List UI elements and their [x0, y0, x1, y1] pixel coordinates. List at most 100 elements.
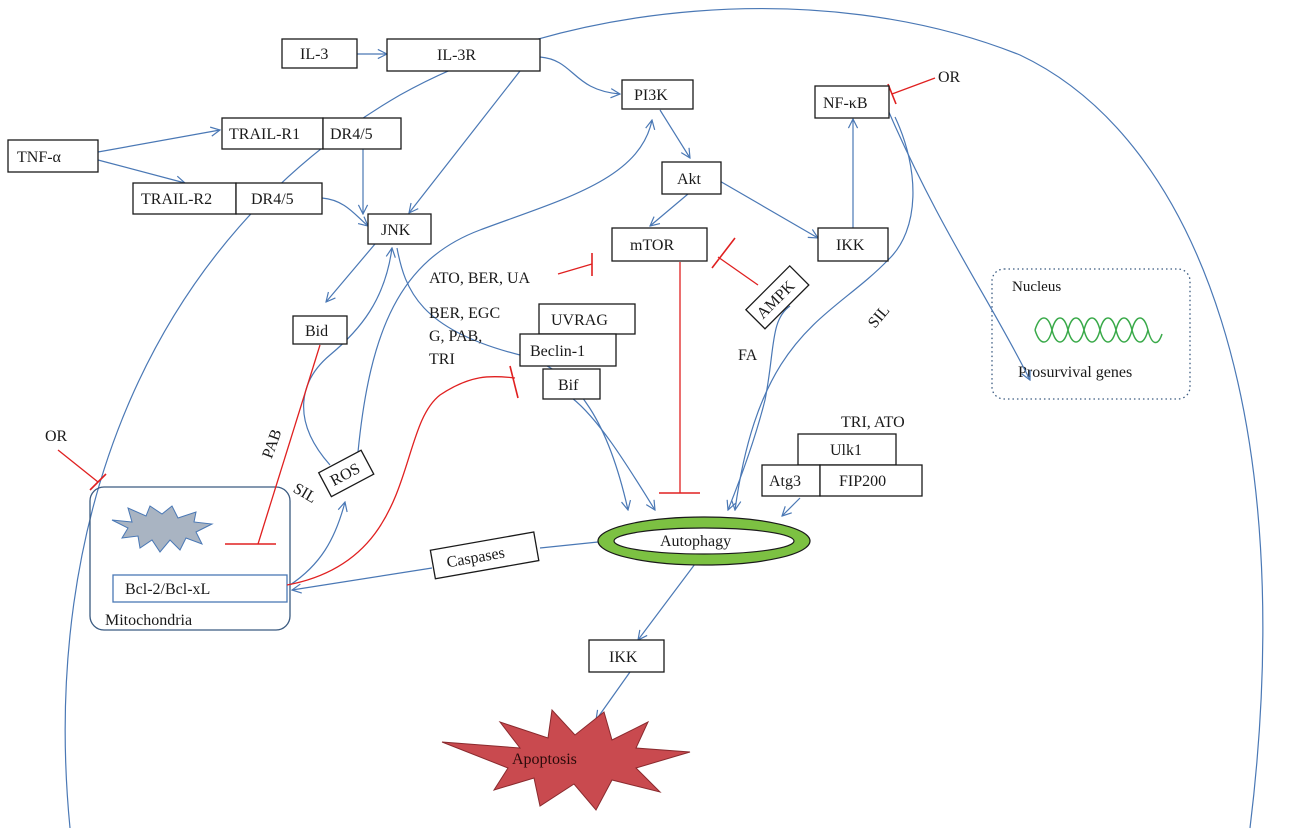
mtor-box	[611, 227, 708, 262]
autophagy-label: Autophagy	[660, 533, 731, 550]
pi3k-box	[621, 79, 694, 110]
edge-ros-jnk	[303, 248, 392, 466]
caspases-node: Caspases	[429, 531, 540, 580]
bid-box	[292, 315, 348, 345]
bcl2-label: Bcl-2/Bcl-xL	[125, 581, 210, 598]
edge-autophagy-caspases	[539, 541, 599, 549]
tnfa-label: TNF-α	[17, 149, 62, 166]
atg3-box	[761, 464, 821, 497]
nfkb-label: NF-κB	[823, 95, 868, 112]
edge-akt-mtor	[650, 193, 689, 226]
inhibit-or-mito	[57, 449, 99, 483]
inhibit-bid-mito	[257, 344, 321, 545]
trailr1-box	[221, 117, 324, 150]
edge-akt-ikk	[717, 179, 818, 238]
akt-label: Akt	[677, 171, 702, 188]
edge-atg3-autophagy	[782, 497, 801, 516]
label-ato-ber-ua: ATO, BER, UA	[429, 270, 530, 287]
label-pab: PAB	[259, 427, 285, 461]
label-tri-ato: TRI, ATO	[841, 414, 905, 431]
il3-box	[281, 38, 358, 69]
dr45-1-label: DR4/5	[330, 126, 373, 143]
trailr2-label: TRAIL-R2	[141, 191, 212, 208]
akt-box	[661, 161, 722, 195]
label-sil-left: SIL	[290, 480, 319, 507]
inhibit-drugs-mtor	[557, 263, 593, 275]
edge-caspases-bcl2	[292, 567, 433, 590]
edge-ampk-autophagy	[728, 305, 791, 510]
bif-box	[542, 368, 601, 400]
prosurvival-genes-label: Prosurvival genes	[1018, 364, 1132, 381]
mitochondrion-icon	[111, 505, 214, 553]
edge-ros-pi3k	[357, 120, 652, 453]
inhibit-or-mito-bar	[89, 473, 107, 491]
atg3-label: Atg3	[769, 473, 801, 490]
mtor-label: mTOR	[630, 237, 674, 254]
inhibit-bcl2-beclin	[286, 375, 516, 586]
ulk1-box	[797, 433, 897, 466]
ros-node: ROS	[317, 449, 375, 498]
pi3k-label: PI3K	[634, 87, 668, 104]
beclin1-box	[519, 333, 617, 367]
il3r-box	[386, 38, 541, 72]
edge-bif-autophagy	[571, 397, 655, 510]
fip200-box	[819, 464, 923, 497]
ampk-node: AMPK	[744, 264, 810, 330]
dr45-2-label: DR4/5	[251, 191, 294, 208]
edge-nfkb-prosurvival	[887, 109, 1030, 380]
edge-nfkb-autophagy-sil	[735, 116, 914, 510]
mitochondria-container	[89, 486, 291, 631]
inhibit-ampk-mtor	[717, 256, 759, 286]
nucleus-label: Nucleus	[1012, 279, 1061, 295]
il3r-label: IL-3R	[437, 47, 476, 64]
label-sil-right: SIL	[865, 302, 893, 331]
edge-il3r-jnk	[409, 70, 521, 213]
edge-jnk-bid	[326, 243, 376, 302]
dna-helix-icon	[1034, 317, 1163, 344]
label-or-nfkb: OR	[938, 69, 961, 86]
apoptosis-star	[441, 708, 691, 811]
mitochondria-label: Mitochondria	[105, 612, 192, 629]
apoptosis-label: Apoptosis	[512, 751, 577, 768]
inhibit-bcl2-beclin-bar	[509, 365, 519, 399]
edge-ikk-apoptosis	[596, 671, 631, 720]
jnk-box	[367, 213, 432, 245]
caspases-box	[429, 531, 540, 580]
label-ber-egc-line1: BER, EGC	[429, 305, 500, 322]
bcl2-box	[112, 574, 288, 603]
dr45-1-box	[322, 117, 402, 150]
uvrag-box	[538, 303, 636, 335]
inhibit-or-nfkb	[891, 77, 936, 95]
label-fa: FA	[738, 347, 758, 364]
ikk-bottom-label: IKK	[609, 649, 638, 666]
tnfa-box	[7, 139, 99, 173]
ikk-top-box	[817, 227, 889, 262]
dna-helix-strand-2	[1034, 317, 1149, 343]
edge-autophagy-ikk	[638, 559, 699, 640]
jnk-label: JNK	[381, 222, 411, 239]
ros-box	[317, 449, 375, 498]
nfkb-box	[814, 85, 890, 119]
edge-mito-ros	[289, 502, 345, 586]
cell-membrane	[64, 8, 1264, 829]
edge-il3r-pi3k	[539, 56, 620, 94]
autophagy-inner	[613, 527, 795, 555]
ulk1-label: Ulk1	[830, 442, 862, 459]
bif-label: Bif	[558, 377, 579, 394]
trailr1-label: TRAIL-R1	[229, 126, 300, 143]
il3-label: IL-3	[300, 46, 328, 63]
dr45-2-box	[235, 182, 323, 215]
label-ber-egc-line2: G, PAB,	[429, 328, 482, 345]
bid-label: Bid	[305, 323, 328, 340]
nucleus-region	[991, 268, 1191, 400]
label-ber-egc-line3: TRI	[429, 351, 455, 368]
label-or-mito: OR	[45, 428, 68, 445]
edge-trailr2-jnk	[321, 197, 368, 226]
trailr2-box	[132, 182, 237, 215]
edge-tnfa-trailr2	[97, 159, 185, 183]
beclin1-label: Beclin-1	[530, 343, 585, 360]
edge-pi3k-akt	[659, 109, 690, 158]
ikk-bottom-box	[588, 639, 665, 673]
uvrag-label: UVRAG	[551, 312, 608, 329]
